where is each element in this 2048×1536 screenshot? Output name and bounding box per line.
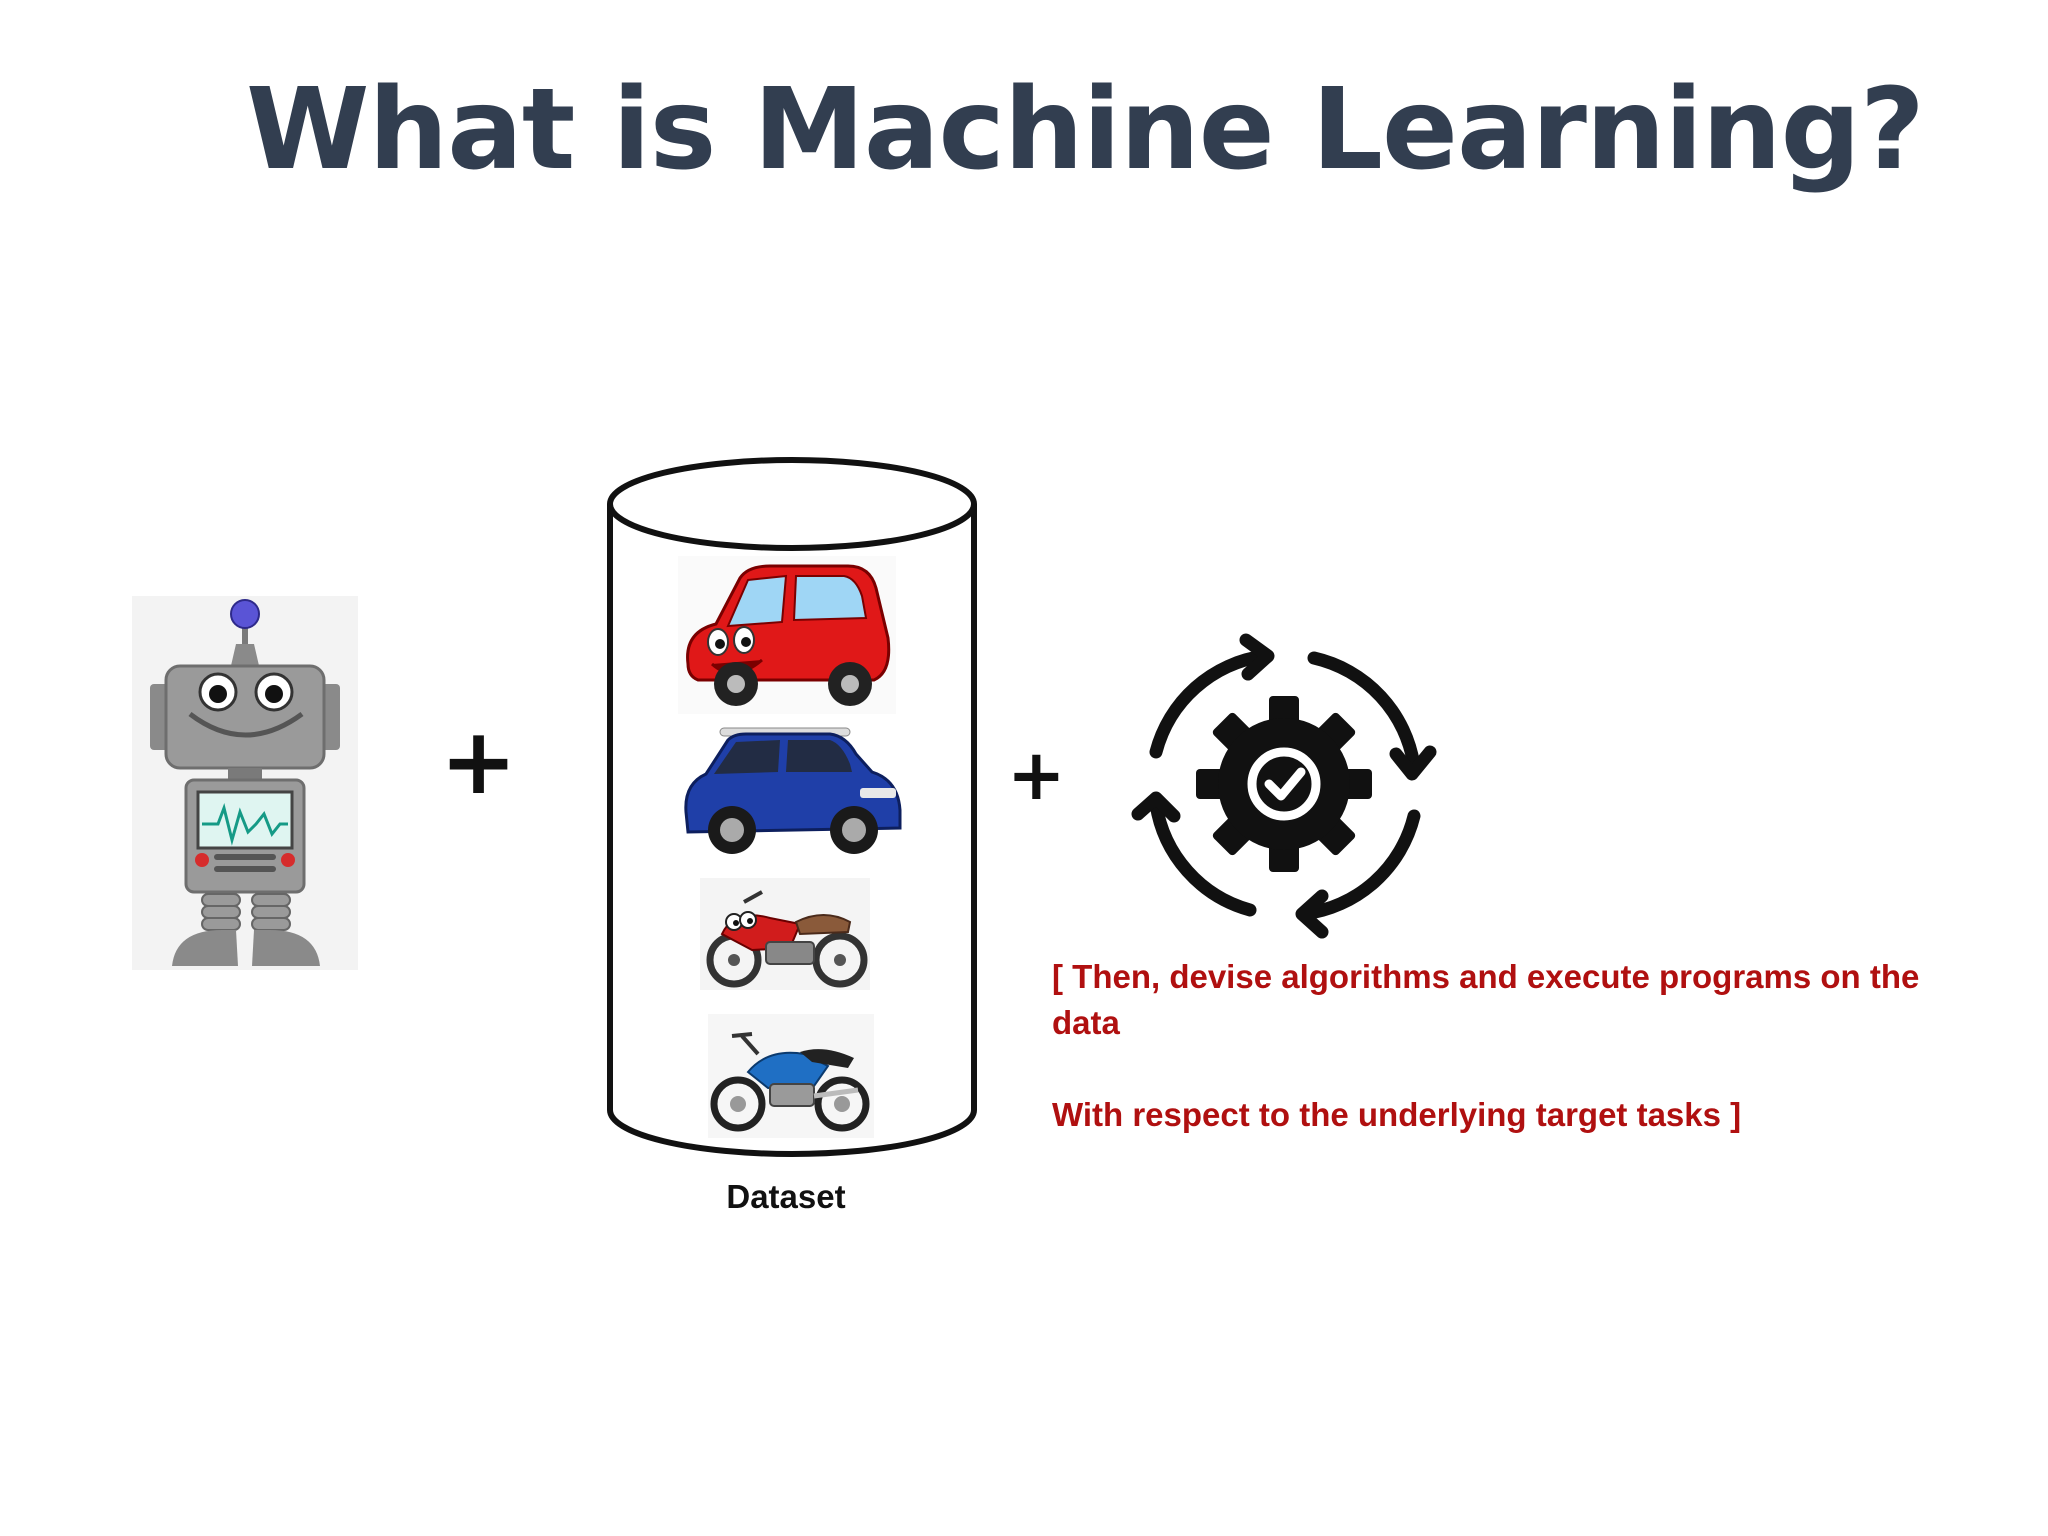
- blue-motorcycle-icon: [708, 1014, 874, 1138]
- red-motorcycle-icon: [700, 878, 870, 990]
- blue-suv-icon: [680, 724, 904, 864]
- note-spacer: [1052, 1046, 1972, 1092]
- dataset-cylinder: [607, 457, 977, 1157]
- plus-sign-2: +: [1007, 734, 1066, 816]
- gear-cycle-icon: [1131, 633, 1437, 939]
- robot-icon: [132, 596, 358, 970]
- note-line-2: With respect to the underlying target ta…: [1052, 1096, 1742, 1133]
- note-line-1: [ Then, devise algorithms and execute pr…: [1052, 958, 1920, 1041]
- note-text: [ Then, devise algorithms and execute pr…: [1052, 954, 1972, 1138]
- plus-sign-1: +: [440, 708, 518, 815]
- slide-title: What is Machine Learning?: [246, 65, 1925, 195]
- dataset-label: Dataset: [726, 1178, 846, 1215]
- red-car-icon: [678, 556, 896, 714]
